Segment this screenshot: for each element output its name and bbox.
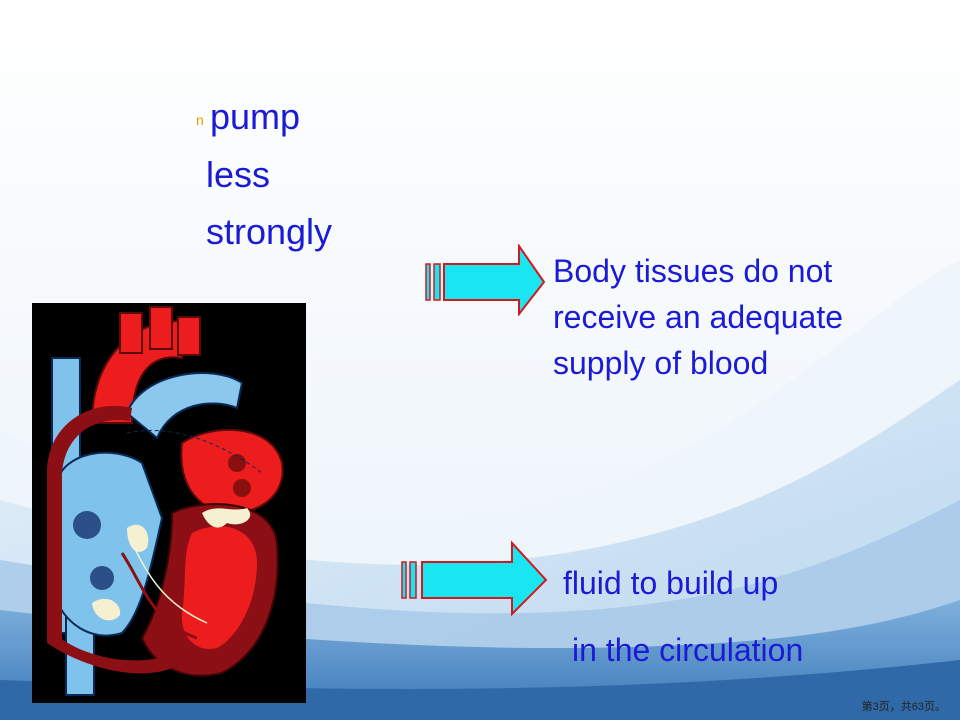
text-block-tissues: Body tissues do not receive an adequate … [553, 248, 843, 386]
heart-diagram [32, 303, 306, 703]
bullet-marker: n [196, 112, 204, 128]
text-line: receive an adequate [553, 299, 843, 335]
right-arrow-icon [401, 540, 548, 616]
text-line: Body tissues do not [553, 253, 833, 289]
page-footer: 第3页，共63页。 [861, 701, 946, 713]
text-pump: pump [210, 96, 301, 137]
right-arrow-icon [425, 244, 546, 316]
text-fluid-build-up: fluid to build up [563, 565, 779, 601]
text-less: less [206, 154, 271, 195]
text-in-circulation: in the circulation [572, 632, 804, 668]
text-strongly: strongly [206, 211, 333, 252]
text-line: supply of blood [553, 345, 769, 381]
